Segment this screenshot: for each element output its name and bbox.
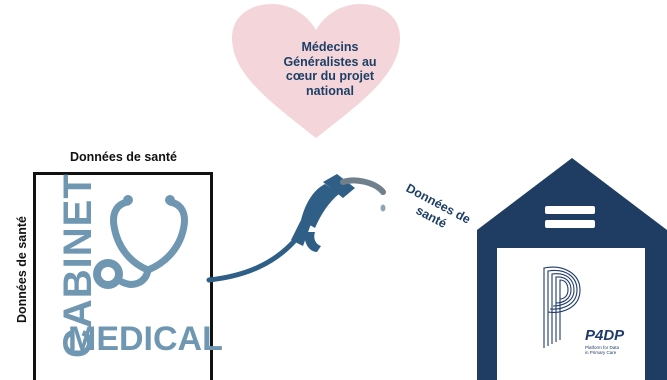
heart-caption: Médecins Généralistes au cœur du projet … bbox=[270, 40, 390, 98]
p4dp-subtitle: Platform for Data in Primary Care bbox=[585, 345, 640, 355]
fuel-nozzle-icon bbox=[206, 174, 386, 283]
heart-line-2: Généralistes au bbox=[283, 54, 377, 69]
p4dp-name: P4DP bbox=[585, 327, 625, 344]
label-donnees-top: Données de santé bbox=[70, 150, 177, 164]
p4dp-logo-icon bbox=[543, 266, 581, 348]
stethoscope-icon bbox=[93, 195, 188, 289]
p4dp-subtitle-line-2: in Primary Care bbox=[585, 350, 617, 355]
heart-line-1: Médecins bbox=[301, 40, 359, 54]
p4dp-logo-panel bbox=[497, 248, 645, 380]
medical-text: MEDICAL bbox=[68, 320, 223, 358]
heart-line-3: cœur du projet bbox=[285, 69, 375, 83]
label-donnees-side: Données de santé bbox=[15, 216, 29, 323]
p4dp-subtitle-line-1: Platform for Data bbox=[585, 345, 620, 350]
heart-shape bbox=[232, 4, 400, 138]
heart-line-4: national bbox=[306, 83, 354, 98]
